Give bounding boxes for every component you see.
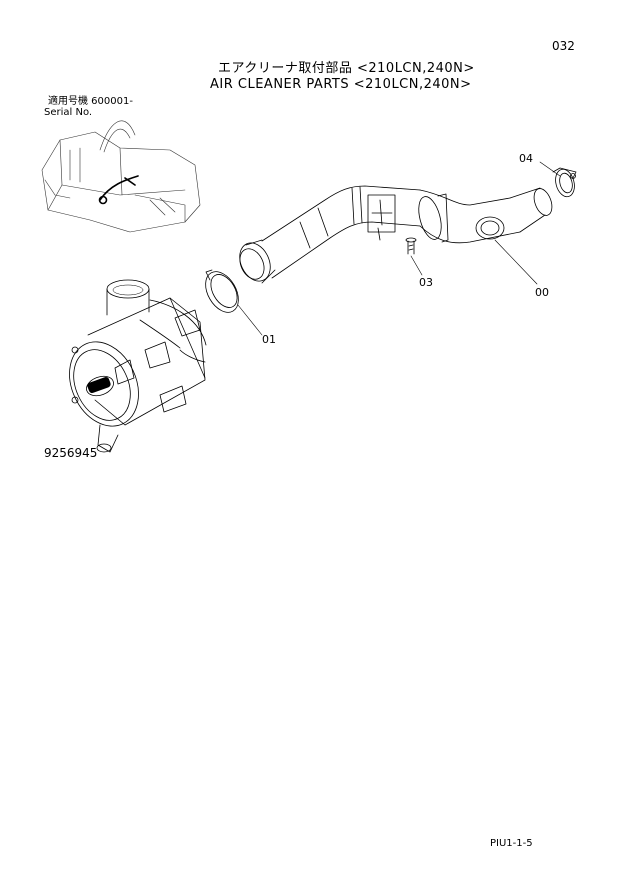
intake-hose-00 — [239, 185, 553, 284]
bolt-03 — [405, 237, 417, 255]
clamp-01 — [205, 269, 239, 313]
serial-label-japanese: 適用号機 600001- — [48, 96, 133, 107]
leader-lines — [237, 161, 561, 336]
title-japanese: エアクリーナ取付部品 <210LCN,240N> — [218, 61, 475, 76]
footer-code: PIU1-1-5 — [490, 838, 533, 849]
machine-thumbnail — [41, 120, 201, 233]
callout-00: 00 — [535, 286, 549, 299]
callout-04: 04 — [519, 152, 533, 165]
figure-number: 9256945 — [44, 446, 98, 460]
clamp-04 — [552, 167, 577, 198]
serial-label-english: Serial No. — [44, 107, 93, 118]
callout-01: 01 — [262, 333, 276, 346]
page-number: 032 — [552, 39, 575, 53]
title-english: AIR CLEANER PARTS <210LCN,240N> — [210, 77, 472, 92]
air-cleaner-body — [69, 279, 207, 453]
callout-03: 03 — [419, 276, 433, 289]
